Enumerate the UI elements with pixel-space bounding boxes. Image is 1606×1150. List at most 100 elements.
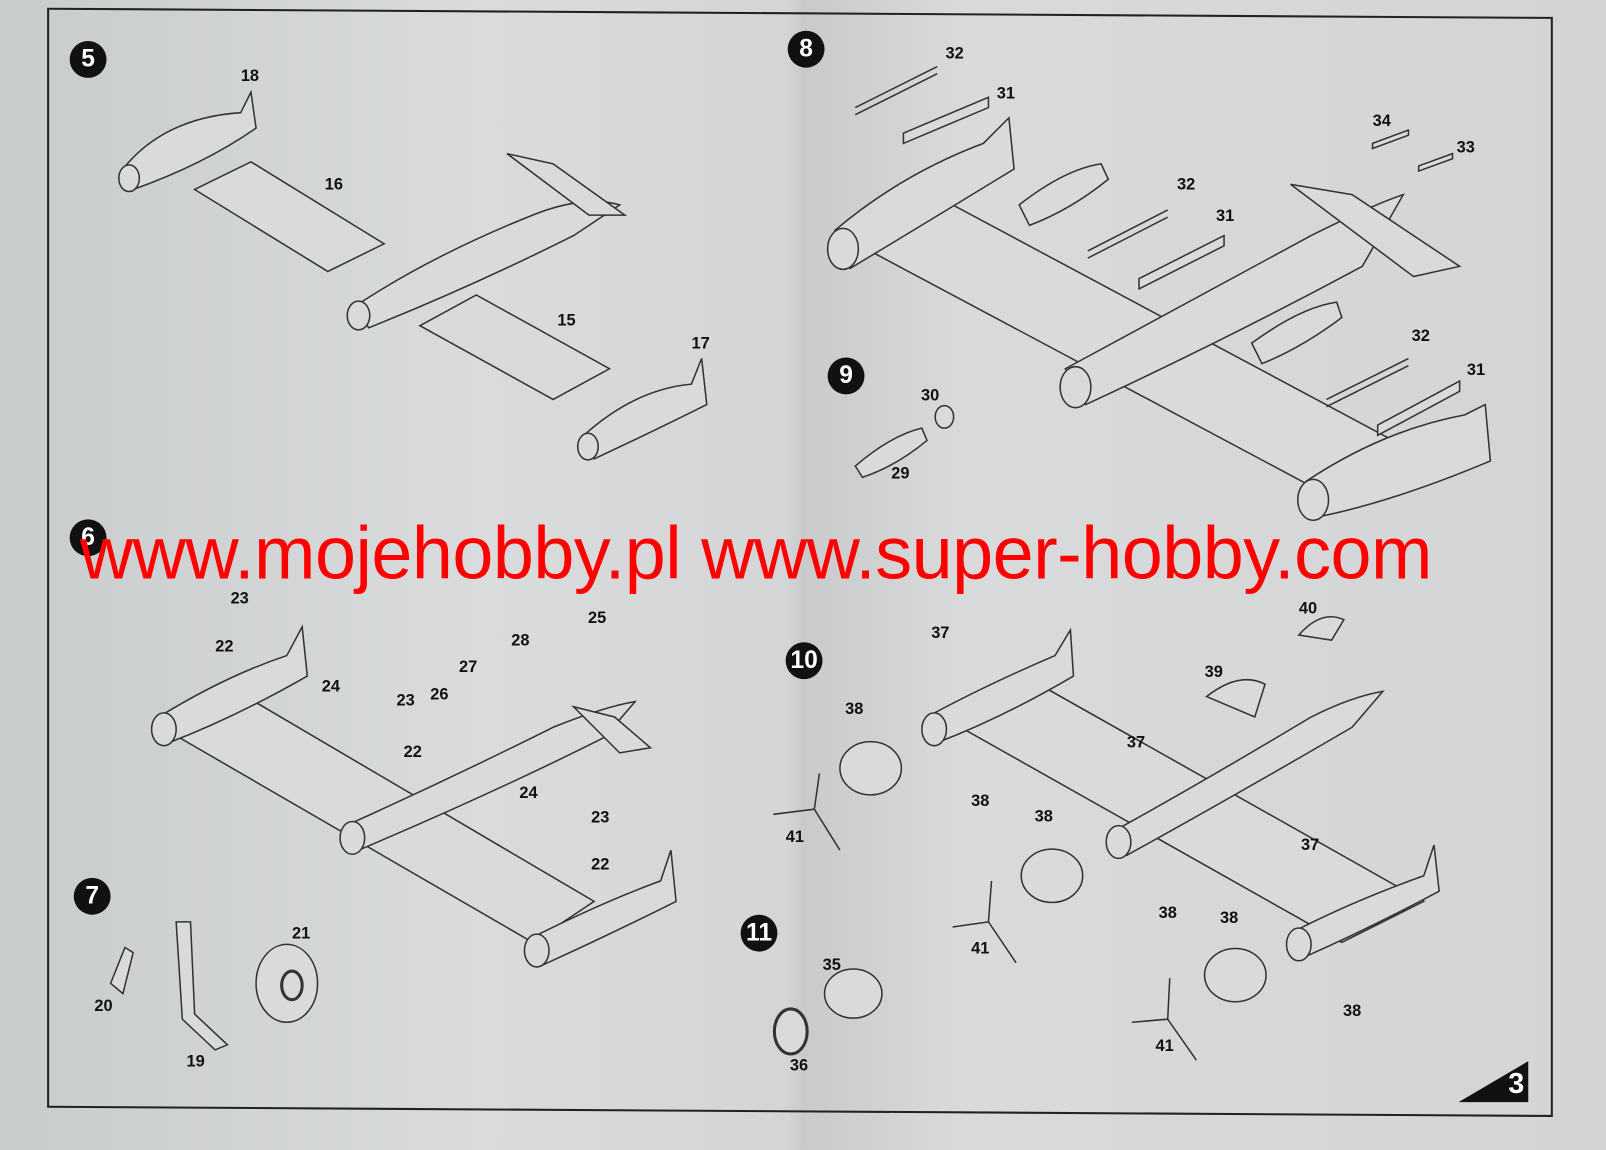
part-label: 38: [845, 700, 864, 719]
part-label: 19: [186, 1052, 205, 1071]
part-label: 38: [971, 792, 990, 811]
page-number-corner: 3: [1458, 1061, 1529, 1103]
part-label: 16: [324, 176, 344, 194]
part-label: 32: [945, 45, 964, 63]
part-label: 35: [822, 956, 841, 975]
part-label: 23: [396, 692, 415, 710]
step-10-marker: 10: [785, 642, 823, 680]
wing-15: [418, 294, 612, 401]
tailplane: [506, 152, 628, 216]
panel-31c: [1376, 379, 1461, 437]
page-number: 3: [1508, 1067, 1525, 1100]
center-fuselage: [1064, 193, 1405, 406]
fuselage-step6: [347, 700, 638, 852]
cowling-1: [839, 740, 903, 796]
canopy-40: [1297, 616, 1345, 642]
part-34: [1371, 128, 1410, 150]
part-label: 24: [321, 678, 340, 696]
right-nacelle-step6: [531, 849, 677, 966]
drop-tank-29: [854, 427, 928, 479]
tail-step6: [571, 705, 653, 754]
part-label: 41: [971, 940, 990, 958]
ladder-32c: [1326, 357, 1409, 408]
drop-tank-1: [1018, 163, 1110, 227]
part-label: 27: [458, 658, 478, 677]
part-label: 26: [430, 686, 449, 704]
part-label: 30: [920, 387, 940, 405]
part-label: 18: [240, 67, 260, 86]
ladder-32: [854, 65, 938, 116]
panel-31b: [1138, 234, 1225, 291]
part-label: 33: [1456, 139, 1475, 157]
drop-tank-2: [1250, 301, 1343, 365]
left-intake-step6: [150, 712, 177, 747]
cowling-35: [823, 968, 883, 1019]
door-20: [109, 946, 135, 995]
step5-drawing: [118, 89, 708, 461]
part-label: 22: [403, 743, 422, 762]
part-label: 41: [1155, 1037, 1174, 1056]
part-label: 39: [1204, 663, 1223, 682]
right-intake: [1297, 478, 1330, 522]
step8-drawing: [826, 65, 1492, 522]
part-label: 21: [292, 924, 311, 943]
propeller-3: [1131, 978, 1198, 1061]
step10-drawing: [773, 616, 1440, 1061]
fuselage-nose: [346, 300, 371, 331]
step-9-marker: 9: [827, 357, 865, 395]
part-33: [1417, 152, 1454, 173]
fuselage-step10: [1115, 690, 1385, 857]
wheel-21-hub: [280, 969, 304, 1002]
part-label: 31: [1466, 361, 1486, 379]
cowling-2: [1020, 848, 1084, 904]
nacelle-17: [582, 358, 708, 460]
step-5-marker: 5: [69, 40, 107, 78]
part-label: 40: [1298, 600, 1318, 618]
part-label: 23: [230, 589, 249, 608]
part-label: 37: [931, 624, 950, 643]
part-label: 28: [511, 631, 530, 650]
strut-19: [175, 921, 229, 1051]
right-nacelle: [1305, 403, 1492, 519]
left-intake: [826, 227, 860, 271]
part-label: 38: [1342, 1002, 1362, 1021]
right-intake-step6: [523, 933, 550, 968]
step11-drawing: [772, 968, 883, 1056]
part-label: 37: [1126, 734, 1146, 752]
part-label: 34: [1372, 112, 1391, 131]
step-6-marker: 6: [69, 519, 107, 557]
part-label: 17: [691, 334, 710, 353]
step-7-marker: 7: [73, 877, 111, 915]
nacelle-left-intake: [921, 712, 948, 747]
step7-drawing: [109, 921, 319, 1051]
part-label: 37: [1300, 836, 1320, 855]
ring-36: [772, 1007, 809, 1056]
nacelle-left-step10: [926, 627, 1075, 744]
part-label: 36: [789, 1057, 809, 1075]
part-label: 23: [591, 809, 610, 827]
nacelle-right-intake: [1285, 927, 1312, 962]
part-label: 15: [557, 312, 576, 330]
nacelle-18: [122, 89, 257, 191]
ring-30: [934, 404, 955, 429]
panel-31: [902, 96, 990, 145]
corner-triangle: [1458, 1061, 1529, 1103]
part-label: 31: [1215, 207, 1235, 226]
tail: [1290, 183, 1462, 278]
part-label: 38: [1034, 808, 1053, 826]
part-label: 32: [1411, 327, 1430, 346]
watermark-text: www.mojehobby.pl www.super-hobby.com: [79, 513, 1432, 596]
part-label: 24: [519, 784, 538, 803]
intake-step6: [339, 820, 366, 856]
part-label: 41: [785, 828, 804, 847]
step-8-marker: 8: [787, 30, 825, 68]
step-11-marker: 11: [740, 914, 778, 952]
left-nacelle: [833, 116, 1015, 270]
part-label: 25: [588, 609, 607, 627]
cowling-3: [1203, 947, 1267, 1003]
step6-drawing: [150, 624, 677, 968]
propeller-1: [773, 773, 841, 851]
